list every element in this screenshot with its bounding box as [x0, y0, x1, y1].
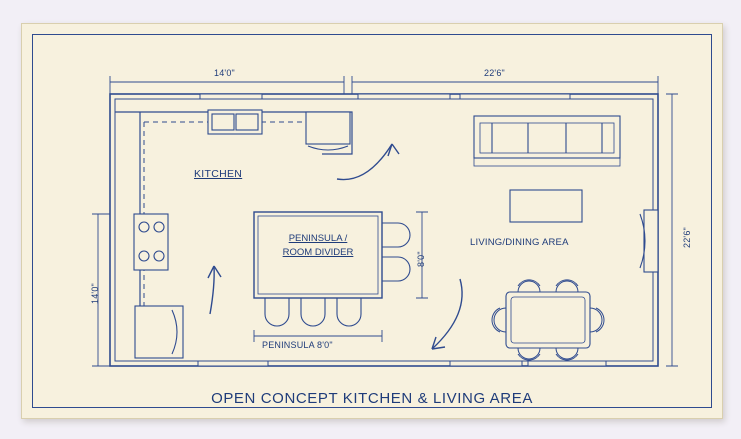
range-cooktop-fixture — [133, 213, 169, 271]
windows-bottom — [197, 360, 607, 367]
peninsula-island — [253, 211, 383, 299]
drawing-title: OPEN CONCEPT KITCHEN & LIVING AREA — [211, 390, 533, 407]
dim-left-label: 14'0" — [90, 283, 100, 304]
peninsula-label-line1: PENINSULA / — [288, 233, 348, 244]
blueprint-sheet: 14'0" 22'6" 14'0" 22'6" 8'0" PENINSULA 8… — [21, 23, 723, 419]
dim-peninsula-depth-label: 8'0" — [416, 251, 426, 267]
coffee-table-fixture — [509, 189, 583, 223]
room-label-living-dining: LIVING/DINING AREA — [470, 237, 569, 248]
dining-chairs — [491, 279, 605, 361]
sink-fixture — [207, 109, 263, 135]
dimension-lines — [92, 76, 678, 367]
dim-peninsula-length-label: PENINSULA 8'0" — [262, 340, 333, 350]
refrigerator-fixture — [134, 305, 184, 359]
wall-oven-fixture — [305, 111, 351, 151]
sofa-fixture — [473, 115, 621, 167]
bar-stools-front — [264, 298, 362, 327]
tv-console-fixture — [639, 209, 659, 273]
dim-top-left-label: 14'0" — [214, 68, 235, 78]
floorplan-drawing — [92, 76, 678, 367]
dim-top-right-label: 22'6" — [484, 68, 505, 78]
windows-top — [199, 93, 571, 100]
room-label-kitchen: KITCHEN — [194, 168, 243, 180]
dining-table-fixture — [505, 291, 591, 349]
dim-right-label: 22'6" — [682, 227, 692, 248]
bar-stools-side — [382, 222, 411, 282]
flow-arrows — [207, 143, 463, 350]
peninsula-label-line2: ROOM DIVIDER — [282, 247, 354, 258]
